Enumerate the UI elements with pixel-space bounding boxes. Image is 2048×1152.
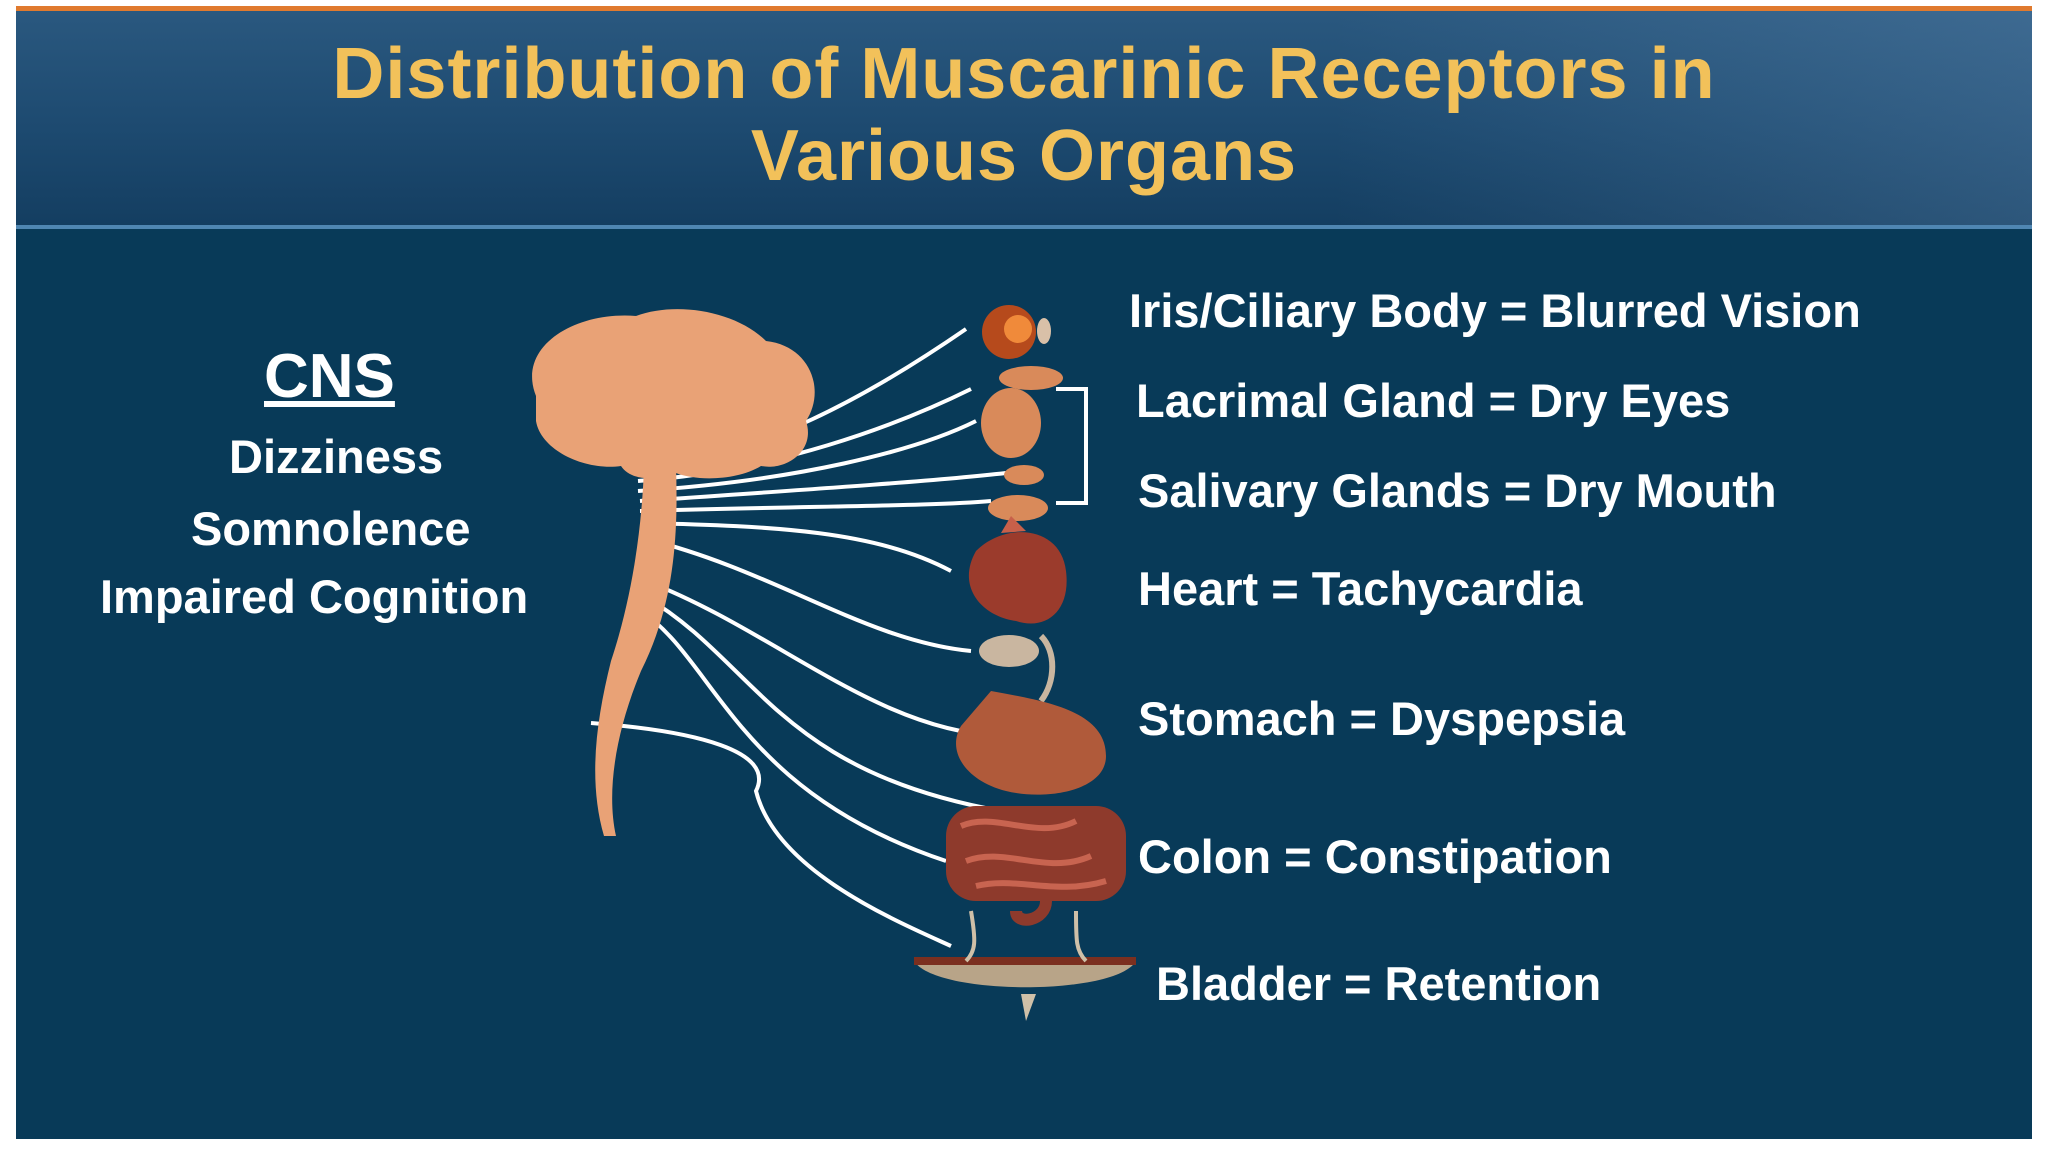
organ-lacrimal-gland (981, 366, 1063, 458)
organ-bladder (914, 910, 1136, 1021)
organ-label-lacrimal: Lacrimal Gland = Dry Eyes (1136, 374, 1731, 427)
cns-effect-somnolence: Somnolence (191, 502, 471, 555)
brain-spinal-cord (532, 309, 815, 836)
organ-label-bladder: Bladder = Retention (1156, 957, 1602, 1010)
gland-bracket (1056, 387, 1088, 505)
organ-label-heart: Heart = Tachycardia (1138, 562, 1583, 615)
nerve-to-stomach (645, 579, 1002, 738)
banner-glow (1332, 11, 2032, 225)
nerve-to-liver (645, 537, 972, 653)
nerve-to-heart (641, 521, 952, 573)
nerve-to-colon (642, 594, 1002, 813)
accent-rule (16, 6, 2032, 11)
title-line-2: Various Organs (750, 116, 1298, 196)
nerve-to-salivary-2 (639, 499, 992, 513)
organ-stomach (956, 691, 1106, 795)
slide-title: Distribution of Muscarinic Receptors in … (16, 33, 2032, 197)
nerve-to-colon-2 (639, 609, 947, 863)
nerve-to-lacrimal-2 (637, 419, 977, 493)
organ-label-stomach: Stomach = Dyspepsia (1138, 692, 1626, 745)
title-banner: Distribution of Muscarinic Receptors in … (16, 11, 2032, 229)
title-line-1: Distribution of Muscarinic Receptors in (332, 34, 1716, 114)
organ-salivary-glands (988, 465, 1048, 521)
nerve-to-bladder (590, 721, 952, 948)
nerve-to-salivary (639, 471, 1007, 503)
brain-shape (532, 309, 815, 479)
spinal-cord (595, 466, 677, 836)
receptor-diagram (532, 305, 1136, 1021)
cns-heading: CNS (264, 342, 395, 411)
organ-colon (946, 806, 1126, 926)
organ-label-iris: Iris/Ciliary Body = Blurred Vision (1129, 284, 1861, 337)
organ-eye (982, 305, 1051, 359)
cns-effect-impaired-cognition: Impaired Cognition (100, 570, 529, 623)
organ-label-colon: Colon = Constipation (1138, 830, 1612, 883)
slide-body: Distribution of Muscarinic Receptors in … (16, 11, 2032, 1139)
cns-effect-dizziness: Dizziness (229, 430, 444, 483)
organ-heart (968, 516, 1067, 624)
organ-label-salivary: Salivary Glands = Dry Mouth (1138, 464, 1777, 517)
organ-liver (979, 633, 1056, 703)
